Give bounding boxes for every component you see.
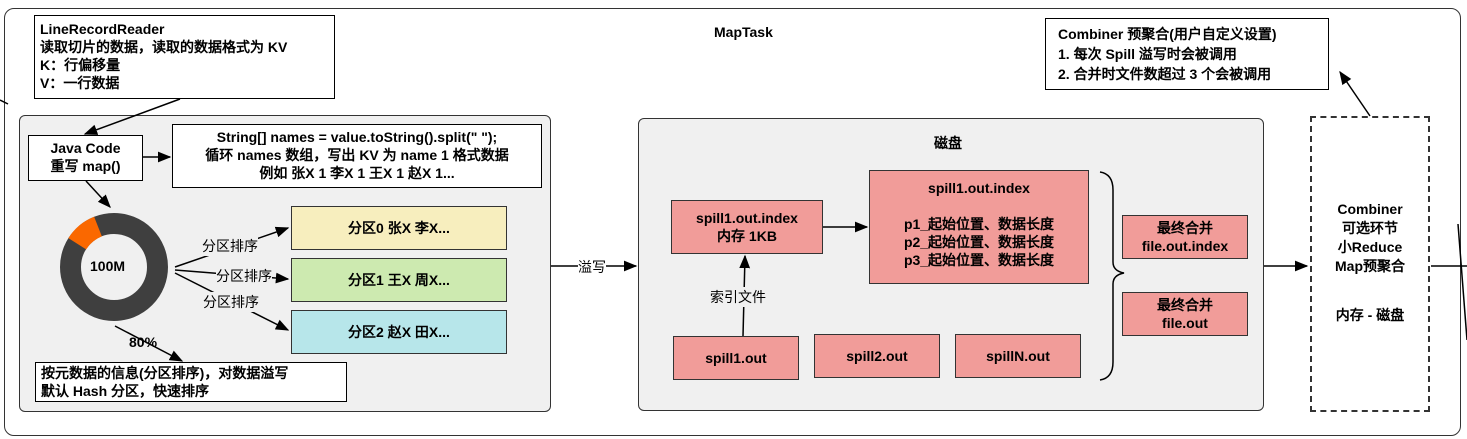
javacode-box: Java Code 重写 map() bbox=[28, 135, 143, 181]
merged-index-box: 最终合并 file.out.index bbox=[1122, 215, 1248, 259]
edge-left-stub bbox=[0, 99, 9, 105]
spill-file-1-label: spill1.out bbox=[705, 350, 767, 366]
edge-label-partition-1: 分区排序 bbox=[216, 266, 272, 286]
reader-title: LineRecordReader bbox=[40, 21, 165, 37]
merged-out-box: 最终合并 file.out bbox=[1122, 292, 1248, 336]
combiner-small-reduce: 小Reduce bbox=[1337, 239, 1403, 255]
edge-javacode-to-buffer bbox=[85, 180, 111, 208]
combiner-map-aggregate: Map预聚合 bbox=[1335, 258, 1405, 274]
merge-brace bbox=[1099, 171, 1125, 381]
disk-title: 磁盘 bbox=[934, 135, 962, 151]
edge-label-partition-2: 分区排序 bbox=[203, 292, 259, 312]
index-detail-row-1: p1_起始位置、数据长度 bbox=[903, 216, 1055, 232]
combiner-optional: 可选环节 bbox=[1342, 220, 1398, 236]
code-loop: 循环 names 数组，写出 KV 为 name 1 格式数据 bbox=[205, 147, 509, 163]
index-mem-size: 内存 1KB bbox=[717, 228, 777, 244]
spill-file-n: spillN.out bbox=[955, 334, 1081, 378]
partition-0-label: 分区0 张X 李X... bbox=[348, 220, 450, 236]
merged-out-line2: file.out bbox=[1162, 315, 1208, 331]
combiner-footer: 内存 - 磁盘 bbox=[1335, 307, 1405, 323]
combiner-box: Combiner 可选环节 小Reduce Map预聚合 内存 - 磁盘 bbox=[1310, 116, 1430, 412]
edge-buffer-to-sort-note bbox=[114, 325, 184, 362]
combiner-note-item-2: 2. 合并时文件数超过 3 个会被调用 bbox=[1058, 66, 1272, 82]
maptask-title: MapTask bbox=[714, 24, 773, 40]
sort-note-line2: 默认 Hash 分区，快速排序 bbox=[41, 383, 210, 399]
index-mem-box: spill1.out.index 内存 1KB bbox=[671, 200, 823, 254]
combiner-note-title: Combiner 预聚合(用户自定义设置) bbox=[1058, 26, 1277, 42]
reader-note: LineRecordReader 读取切片的数据，读取的数据格式为 KV K：行… bbox=[34, 15, 335, 99]
reader-value: V：一行数据 bbox=[40, 75, 120, 91]
javacode-method: 重写 map() bbox=[50, 158, 121, 174]
edge-combiner-to-note bbox=[1339, 70, 1371, 117]
combiner-title: Combiner bbox=[1337, 201, 1403, 217]
merged-out-line1: 最终合并 bbox=[1157, 297, 1213, 313]
buffer-size-label: 100M bbox=[90, 258, 126, 274]
merged-index-line1: 最终合并 bbox=[1157, 220, 1213, 236]
code-note: String[] names = value.toString().split(… bbox=[172, 124, 542, 188]
edge-label-spill: 溢写 bbox=[578, 257, 606, 277]
sort-note-line1: 按元数据的信息(分区排序)，对数据溢写 bbox=[41, 365, 289, 381]
combiner-note: Combiner 预聚合(用户自定义设置) 1. 每次 Spill 溢写时会被调… bbox=[1045, 18, 1329, 90]
partition-1: 分区1 王X 周X... bbox=[291, 258, 507, 302]
buffer-threshold-label: 80% bbox=[129, 334, 158, 350]
edge-reader-to-javacode bbox=[83, 98, 181, 135]
edge-label-index-file: 索引文件 bbox=[710, 287, 766, 307]
reader-key: K：行偏移量 bbox=[40, 57, 121, 73]
index-detail-row-2: p2_起始位置、数据长度 bbox=[903, 234, 1055, 250]
combiner-note-item-1: 1. 每次 Spill 溢写时会被调用 bbox=[1058, 46, 1237, 62]
code-example: 例如 张X 1 李X 1 王X 1 赵X 1... bbox=[259, 165, 455, 181]
javacode-title: Java Code bbox=[50, 140, 121, 156]
spill-file-1: spill1.out bbox=[673, 336, 799, 380]
sort-note: 按元数据的信息(分区排序)，对数据溢写 默认 Hash 分区，快速排序 bbox=[35, 362, 347, 402]
index-detail-row-3: p3_起始位置、数据长度 bbox=[903, 252, 1055, 268]
buffer-ring-track bbox=[60, 213, 168, 321]
partition-2: 分区2 赵X 田X... bbox=[291, 310, 507, 354]
edge-right-stub-2 bbox=[1457, 223, 1467, 341]
partition-2-label: 分区2 赵X 田X... bbox=[348, 324, 450, 340]
spill-file-n-label: spillN.out bbox=[986, 348, 1050, 364]
code-split: String[] names = value.toString().split(… bbox=[216, 129, 498, 145]
merged-index-line2: file.out.index bbox=[1141, 238, 1229, 254]
buffer-ring-fill bbox=[68, 216, 103, 250]
index-mem-name: spill1.out.index bbox=[696, 210, 798, 226]
index-detail-title: spill1.out.index bbox=[928, 180, 1030, 196]
index-detail-box: spill1.out.index p1_起始位置、数据长度 p2_起始位置、数据… bbox=[869, 170, 1089, 284]
edge-label-partition-0: 分区排序 bbox=[202, 236, 258, 256]
partition-1-label: 分区1 王X 周X... bbox=[348, 272, 450, 288]
partition-0: 分区0 张X 李X... bbox=[291, 206, 507, 250]
buffer-ring bbox=[60, 213, 168, 321]
spill-file-2-label: spill2.out bbox=[846, 348, 908, 364]
reader-desc: 读取切片的数据，读取的数据格式为 KV bbox=[40, 39, 288, 55]
spill-file-2: spill2.out bbox=[814, 334, 940, 378]
